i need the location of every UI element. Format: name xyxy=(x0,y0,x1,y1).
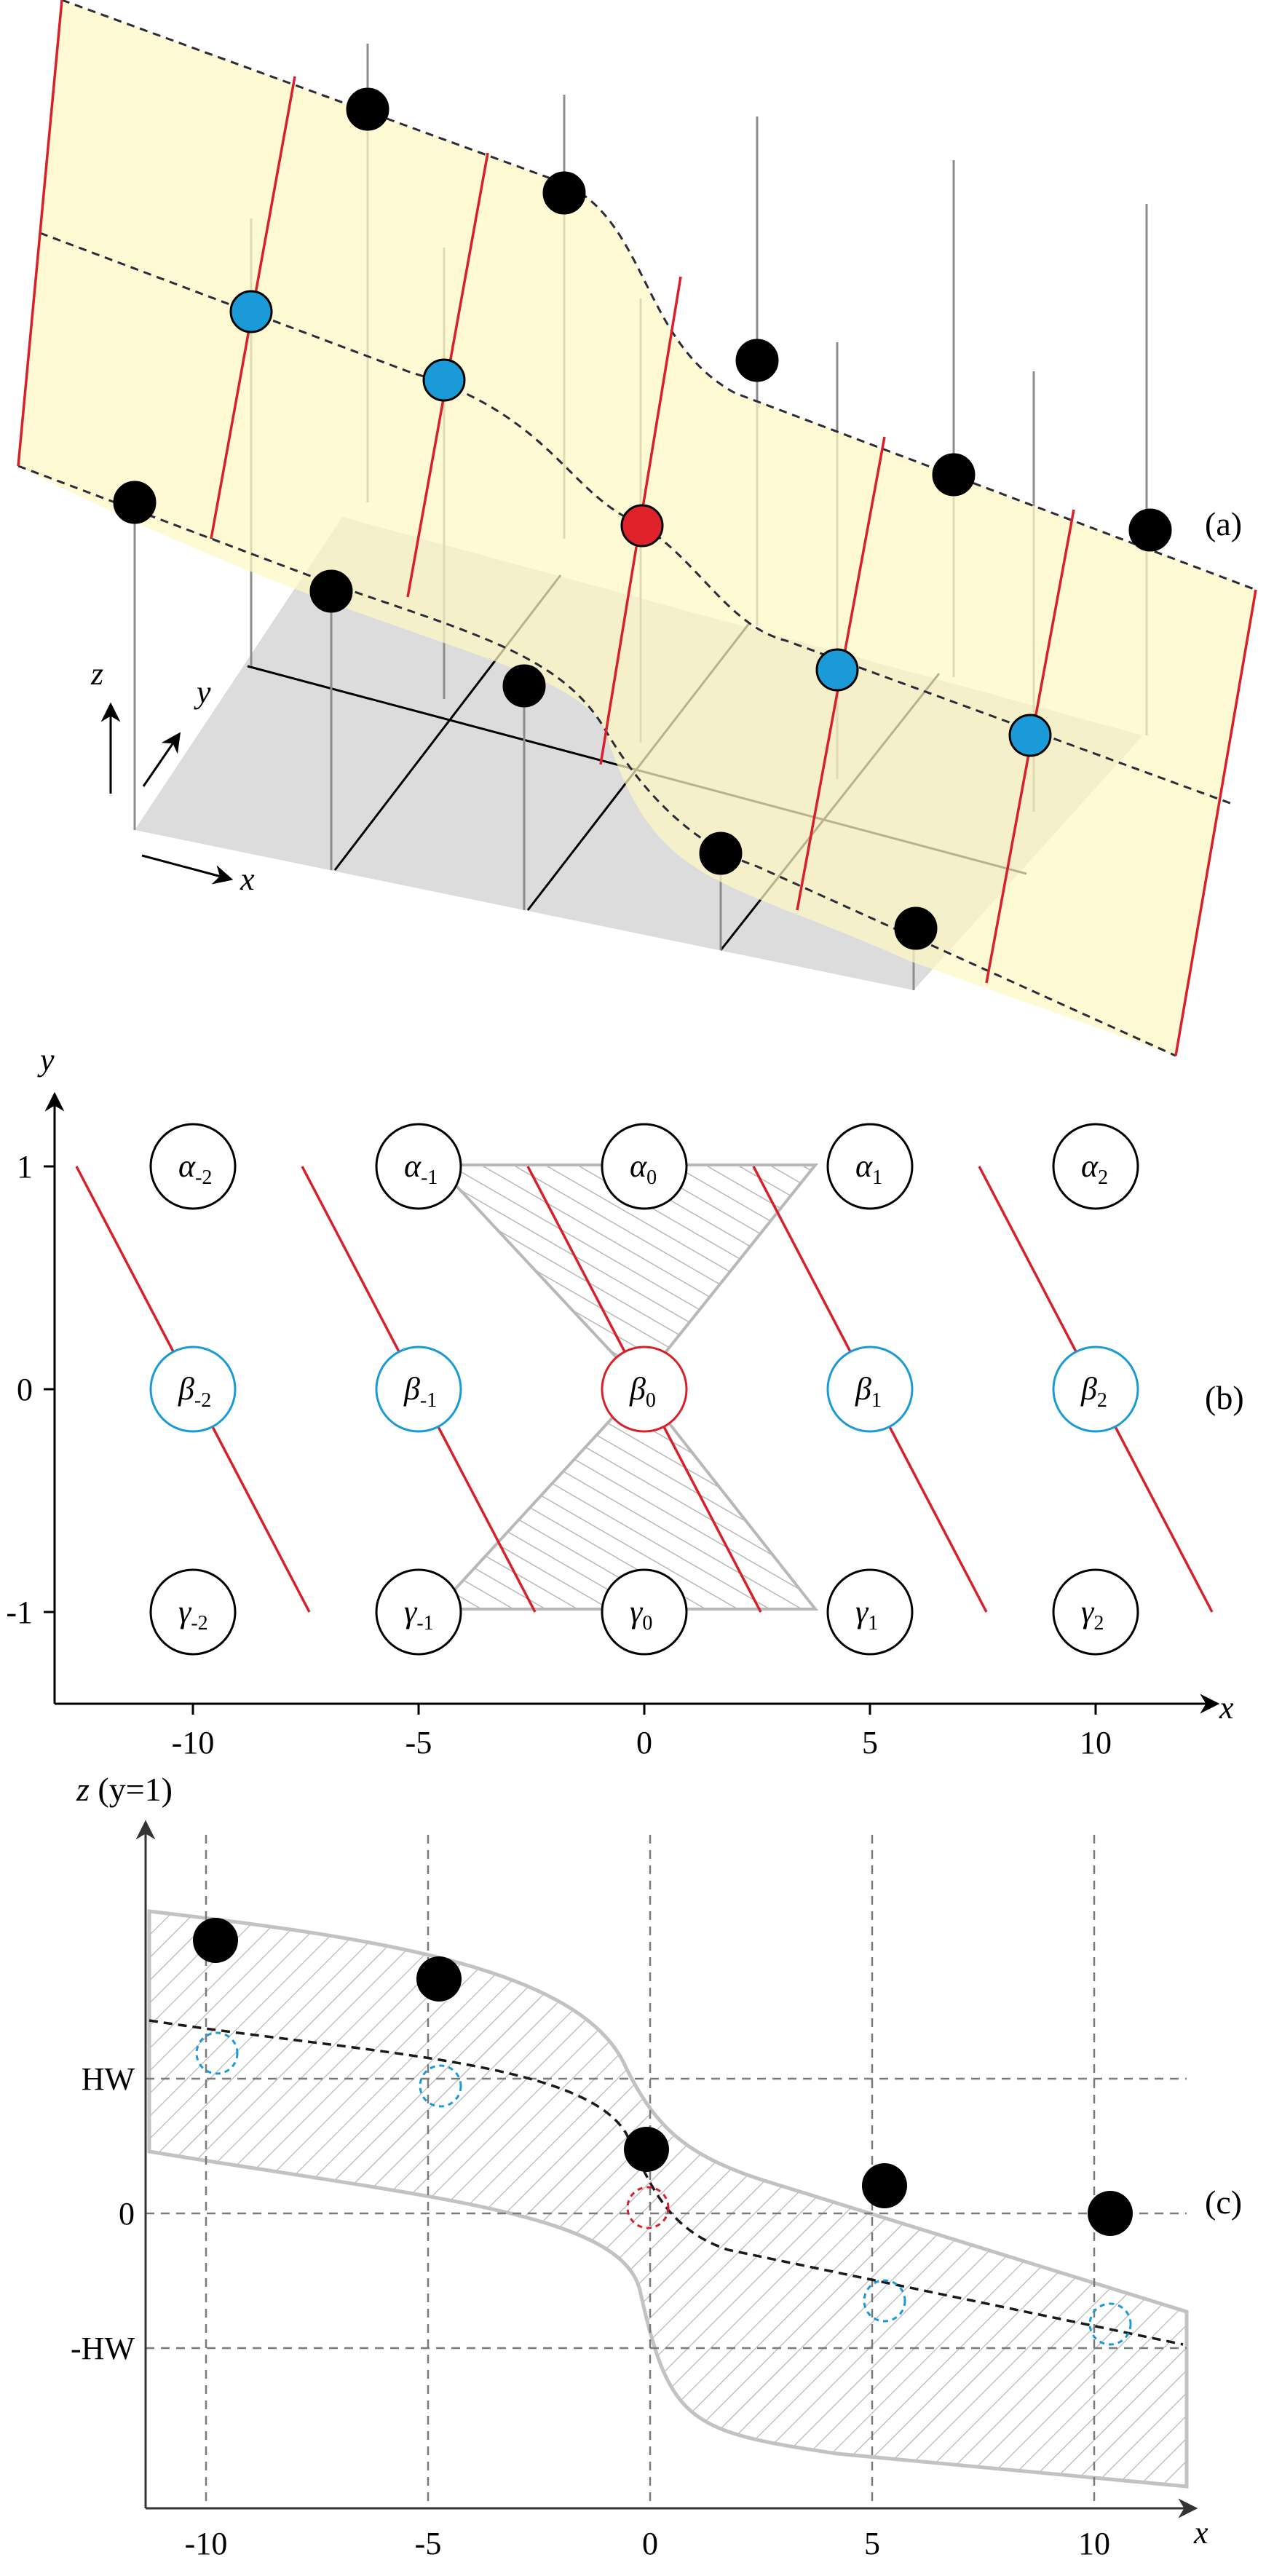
site-label: γ-1 xyxy=(404,1594,434,1635)
axis-label-c-x: x xyxy=(1193,2515,1208,2551)
y-tick-label-c: 0 xyxy=(119,2196,135,2232)
y-tick-label-b: 1 xyxy=(17,1149,33,1185)
site-beta--2 xyxy=(149,1346,237,1433)
axes-b xyxy=(44,1091,1220,1714)
x-tick-label-b: -5 xyxy=(405,1725,432,1761)
x-tick-label-c: 5 xyxy=(864,2526,880,2561)
grid-c xyxy=(146,1835,1187,2505)
site-beta-1 xyxy=(826,1346,914,1433)
site-beta-2 xyxy=(1052,1346,1139,1433)
site-gamma--1 xyxy=(375,1568,462,1656)
y-tick-label-c: HW xyxy=(82,2061,135,2097)
site-label: α0 xyxy=(630,1148,657,1189)
black-sites-c xyxy=(193,1918,1133,2236)
axes-c xyxy=(135,1820,1198,2518)
axes-triad xyxy=(100,702,234,885)
site-gamma--2 xyxy=(149,1568,237,1656)
x-tick-label-c: 0 xyxy=(642,2526,658,2561)
ticks-c: -10 -5 0 5 10 HW 0 -HW xyxy=(71,2061,1110,2561)
site-gamma-1 xyxy=(826,1568,914,1656)
x-tick-label-c: -5 xyxy=(415,2526,442,2561)
axis-label-b-x: x xyxy=(1219,1690,1234,1726)
site-alpha-2 xyxy=(1052,1123,1139,1210)
panel-label-c: (c) xyxy=(1205,2184,1242,2221)
panel-a-3d-surface: z y x (a) xyxy=(17,0,1257,1057)
axis-label-c-z: z (y=1) xyxy=(76,1771,173,1808)
site-alpha-0 xyxy=(601,1123,688,1210)
x-tick-label-b: 5 xyxy=(862,1725,878,1761)
hatch-band xyxy=(147,1909,1189,2489)
y-tick-label-c: -HW xyxy=(71,2331,135,2366)
site-label: α-2 xyxy=(178,1148,212,1189)
site-gamma-2 xyxy=(1052,1568,1139,1656)
panel-label-a: (a) xyxy=(1205,505,1242,542)
axis-label-b-y: y xyxy=(37,1042,55,1078)
site-beta--1 xyxy=(375,1346,462,1433)
axis-label-x: x xyxy=(240,861,255,897)
site-balls xyxy=(113,87,1172,950)
site-alpha-1 xyxy=(826,1123,914,1210)
axis-label-y: y xyxy=(194,674,211,710)
x-tick-label-b: 10 xyxy=(1080,1725,1112,1761)
panel-c-profile: -10 -5 0 5 10 HW 0 -HW z (y=1) x (c) xyxy=(71,1771,1242,2561)
y-tick-label-b: -1 xyxy=(6,1595,33,1630)
x-tick-label-b: 0 xyxy=(636,1725,652,1761)
center-curve xyxy=(149,2019,1184,2346)
x-tick-label-b: -10 xyxy=(172,1725,215,1761)
y-tick-label-b: 0 xyxy=(17,1372,33,1407)
ghost-sites xyxy=(195,2031,1132,2346)
site-gamma-0 xyxy=(601,1568,688,1656)
site-alpha--2 xyxy=(149,1123,237,1210)
site-label: α1 xyxy=(855,1148,882,1189)
x-tick-label-c: 10 xyxy=(1078,2526,1110,2561)
x-tick-label-c: -10 xyxy=(185,2526,228,2561)
site-beta-0 xyxy=(601,1346,688,1433)
panel-label-b: (b) xyxy=(1205,1379,1244,1416)
axis-label-z: z xyxy=(90,656,103,692)
site-alpha--1 xyxy=(375,1123,462,1210)
